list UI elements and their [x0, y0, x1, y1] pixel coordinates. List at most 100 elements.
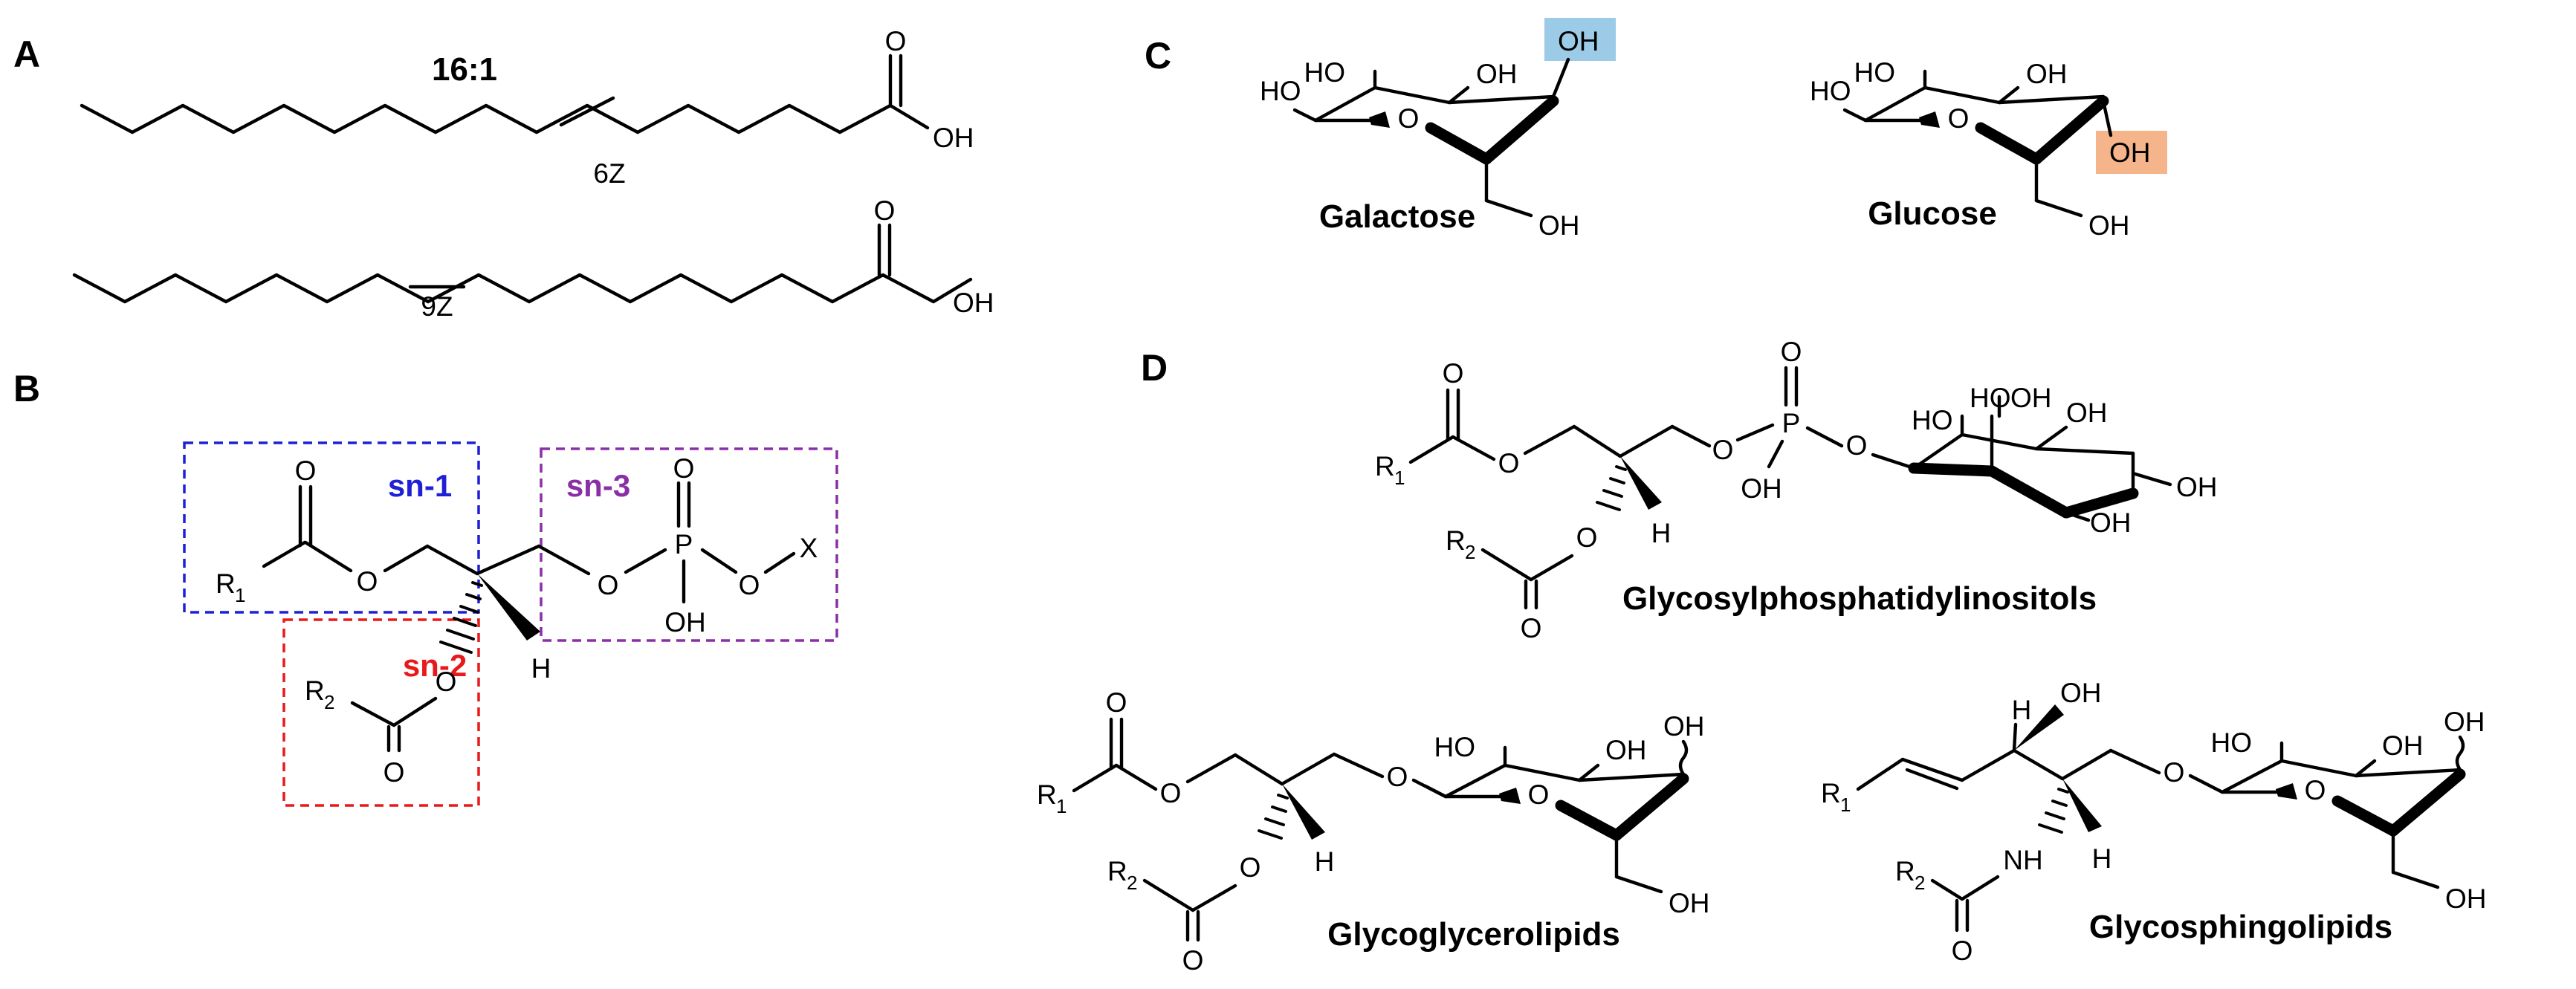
- gpi-hashed-bond: [1596, 465, 1627, 511]
- svg-text:R: R: [1821, 778, 1841, 808]
- svg-text:H: H: [2012, 695, 2032, 725]
- galactose: O HO HO OH OH OH Galactose: [1260, 18, 1616, 241]
- svg-text:H: H: [1315, 846, 1335, 877]
- sn3-label: sn-3: [566, 468, 630, 503]
- sn3-box: [540, 447, 838, 642]
- svg-text:O: O: [1846, 430, 1868, 461]
- galactose-name: Galactose: [1319, 198, 1475, 235]
- svg-text:2: 2: [1127, 872, 1137, 894]
- wavy-bond-anomeric-gsl: [2455, 735, 2465, 772]
- svg-text:HO: HO: [1912, 405, 1953, 435]
- svg-text:O: O: [1576, 522, 1598, 553]
- svg-text:O: O: [1160, 778, 1182, 808]
- svg-text:OH: OH: [1669, 888, 1710, 918]
- svg-text:H: H: [2092, 843, 2112, 874]
- hydroxyl-a1: OH: [933, 123, 974, 153]
- panel-d: D R 1 O O H O R 2: [1037, 337, 2487, 976]
- panel-b-label: B: [13, 368, 40, 409]
- gpi-structure: R 1 O O H O R 2 O: [1375, 337, 2218, 643]
- glucose-c4-oh: OH: [2109, 137, 2151, 168]
- svg-text:O: O: [1443, 358, 1464, 389]
- gsl-hashed-bond: [2038, 788, 2069, 834]
- svg-text:O: O: [1952, 936, 1973, 966]
- svg-text:OH: OH: [664, 607, 706, 638]
- svg-text:O: O: [1712, 435, 1734, 465]
- glucose-oh-highlight: [2096, 131, 2167, 174]
- glucose-name: Glucose: [1868, 195, 1997, 232]
- glycosphingolipid-name: Glycosphingolipids: [2089, 909, 2392, 945]
- svg-text:O: O: [1781, 337, 1802, 367]
- r1-bond: [262, 540, 307, 568]
- cis-double-bond-6z: [559, 96, 615, 127]
- svg-text:OH: OH: [2088, 210, 2130, 241]
- svg-text:H: H: [1651, 518, 1672, 548]
- svg-text:OH: OH: [2010, 383, 2052, 413]
- svg-text:R: R: [1895, 856, 1915, 886]
- headgroup-x: X: [800, 533, 818, 563]
- fatty-acid-9z-chain: [72, 273, 973, 304]
- svg-text:O: O: [2305, 775, 2326, 805]
- phosphorus-b: P: [675, 529, 693, 560]
- r2-label: R: [305, 675, 325, 706]
- svg-text:OH: OH: [1663, 711, 1705, 742]
- wavy-bond-anomeric: [1678, 739, 1689, 776]
- svg-text:O: O: [295, 455, 317, 486]
- sn2-box: [282, 618, 480, 807]
- svg-text:R: R: [1446, 525, 1466, 556]
- svg-text:OH: OH: [2445, 883, 2487, 914]
- svg-text:HO: HO: [1970, 383, 2011, 413]
- glycoglycerolipid-structure: R 1 O O H O R 2 O: [1037, 687, 1710, 976]
- svg-text:OH: OH: [1741, 473, 1782, 504]
- fatty-acid-9z: O OH 9Z: [72, 195, 994, 322]
- fatty-acid-6z-chain: [80, 103, 930, 134]
- svg-text:O: O: [384, 757, 405, 788]
- svg-text:OH: OH: [2026, 59, 2068, 89]
- svg-text:OH: OH: [2066, 398, 2108, 428]
- svg-text:1: 1: [1840, 794, 1851, 816]
- svg-text:O: O: [673, 453, 695, 484]
- double-bond-label-6z: 6Z: [593, 158, 625, 189]
- sn2-label: sn-2: [403, 648, 467, 683]
- svg-text:O: O: [1240, 852, 1261, 883]
- hydroxyl-a2: OH: [953, 288, 994, 318]
- phosphorus-d: P: [1782, 408, 1801, 438]
- panel-c: C O HO HO OH OH OH Galactose: [1145, 18, 2167, 241]
- svg-text:OH: OH: [2090, 508, 2132, 538]
- svg-text:HO: HO: [2211, 727, 2253, 758]
- wedge-bond-h: [477, 574, 540, 641]
- svg-text:O: O: [1528, 779, 1550, 810]
- svg-text:OH: OH: [1476, 59, 1518, 89]
- panel-c-label: C: [1145, 35, 1171, 77]
- svg-text:OH: OH: [2060, 678, 2102, 708]
- panel-d-label: D: [1141, 347, 1168, 389]
- svg-text:O: O: [1521, 613, 1542, 643]
- svg-text:1: 1: [1394, 467, 1405, 489]
- svg-text:2: 2: [324, 691, 334, 713]
- svg-text:R: R: [1107, 856, 1127, 886]
- hashed-bond-sn2: [439, 581, 483, 654]
- svg-text:O: O: [357, 566, 378, 597]
- carbonyl-o-a1: O: [885, 26, 907, 56]
- svg-text:HO: HO: [1810, 76, 1851, 106]
- panel-a-label: A: [13, 33, 40, 75]
- panel-a: A 16:1 O OH 6Z O OH 9Z: [13, 26, 994, 322]
- glucose-ring-o: O: [1948, 103, 1970, 134]
- galactose-oh-highlight: [1544, 18, 1616, 61]
- galactose-c4-oh: OH: [1558, 26, 1599, 56]
- svg-text:OH: OH: [2444, 707, 2485, 737]
- svg-text:O: O: [1182, 945, 1204, 976]
- sn2-o: O: [436, 667, 457, 697]
- svg-text:2: 2: [1915, 872, 1925, 894]
- ggl-hashed-bond: [1258, 794, 1289, 840]
- svg-text:O: O: [2164, 757, 2185, 788]
- sn1-label: sn-1: [388, 468, 452, 503]
- svg-text:R: R: [1037, 779, 1057, 810]
- svg-text:1: 1: [1056, 795, 1067, 817]
- svg-text:O: O: [739, 570, 760, 600]
- fatty-acid-6z: O OH 6Z: [80, 26, 974, 189]
- fatty-acid-title: 16:1: [432, 51, 497, 88]
- svg-text:O: O: [1387, 762, 1408, 792]
- svg-text:HO: HO: [1260, 76, 1301, 106]
- svg-text:1: 1: [235, 584, 245, 606]
